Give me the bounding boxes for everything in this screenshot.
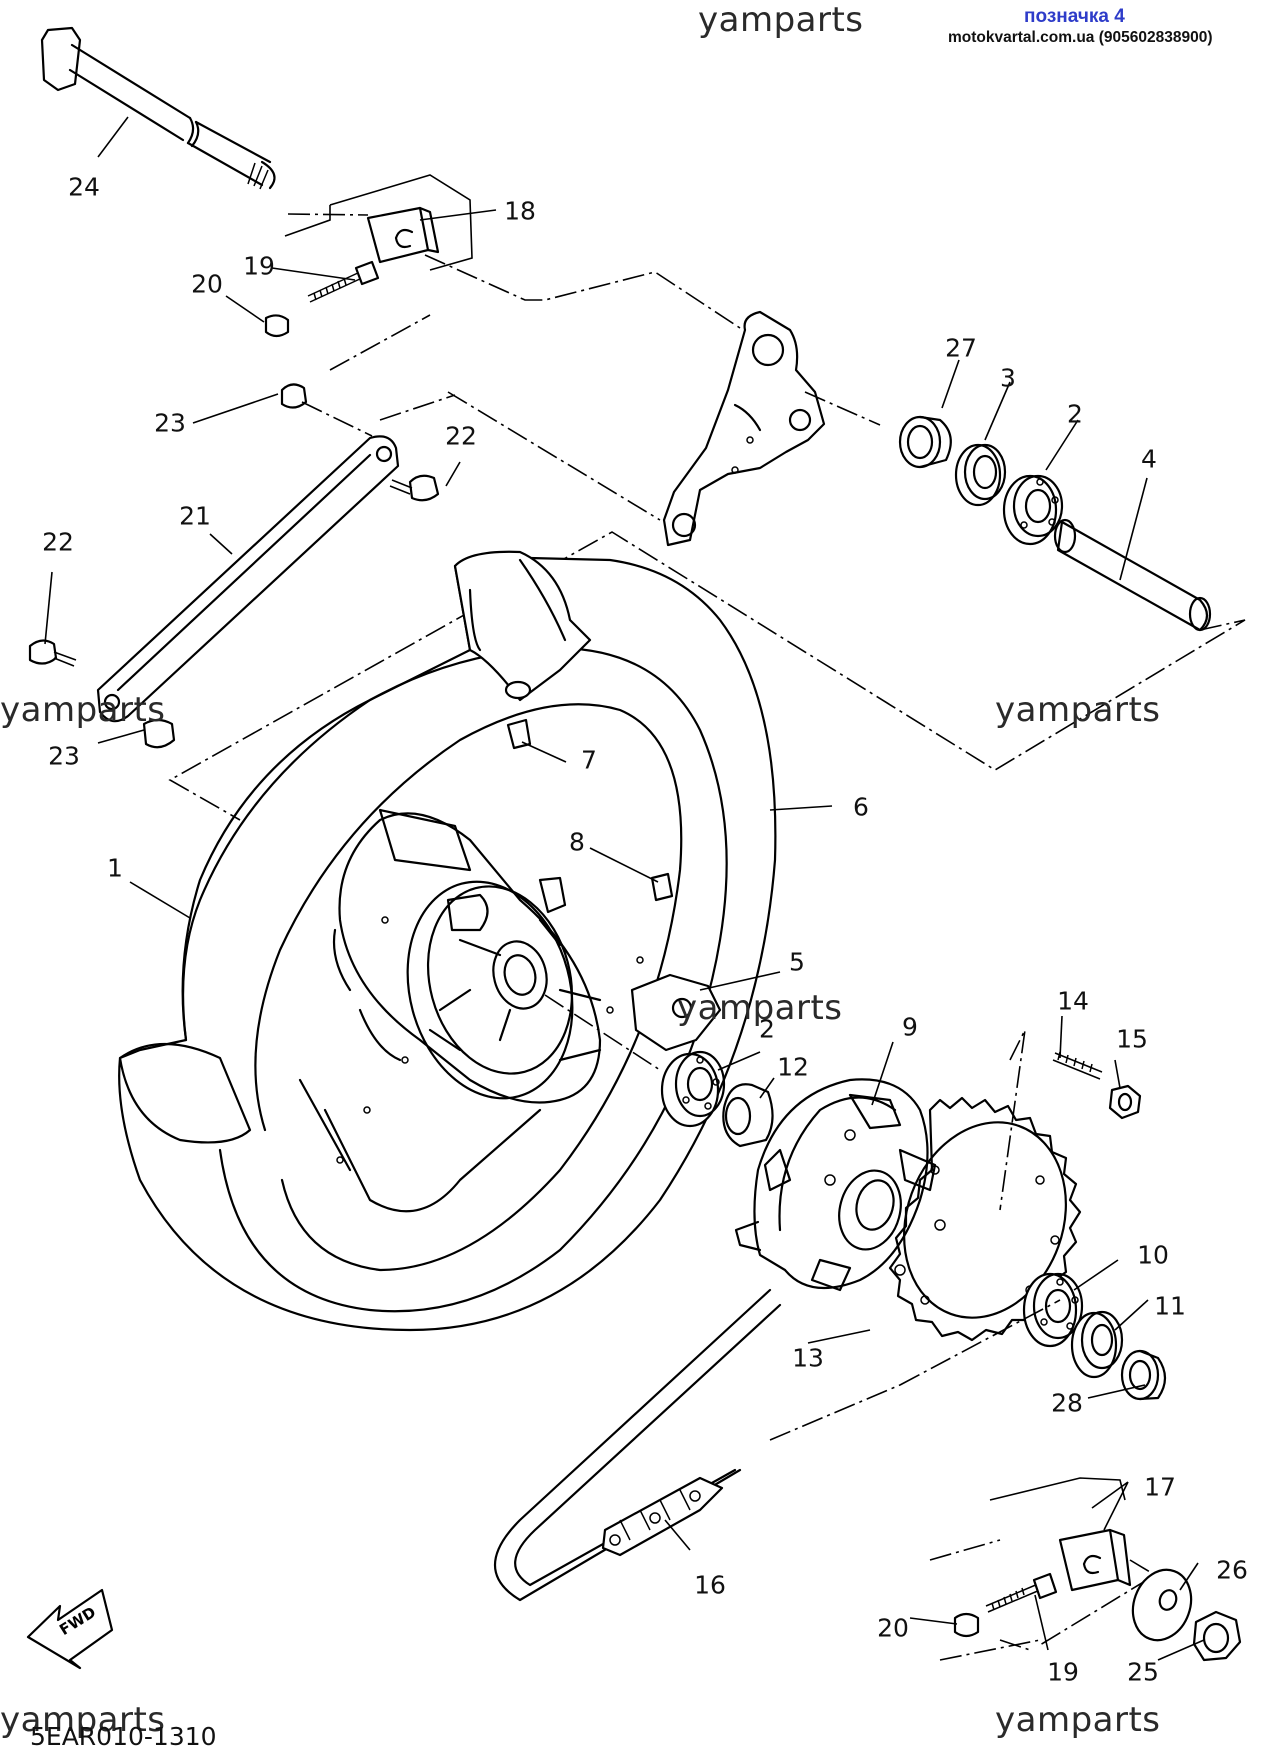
callout-15: 15: [1116, 1024, 1148, 1054]
torque-rod-21: [96, 435, 400, 723]
watermark: yamparts: [995, 1700, 1161, 1740]
adjust-bolt-bottom: [953, 1572, 1058, 1638]
callout-10: 10: [1137, 1240, 1169, 1270]
axle-nut-25: [1192, 1610, 1242, 1662]
callout-20: 20: [191, 269, 223, 299]
callout-8: 8: [569, 827, 585, 857]
collar-12: [722, 1083, 774, 1148]
leader-lines: [44, 116, 1205, 1661]
chain-puller-left: [284, 174, 741, 371]
callout-5: 5: [789, 947, 805, 977]
watermark: yamparts: [0, 690, 166, 730]
rear-axle: [40, 26, 276, 190]
washer-26: [1131, 1568, 1193, 1642]
callout-1: 1: [107, 853, 123, 883]
callout-28: 28: [1051, 1388, 1083, 1418]
callout-7: 7: [581, 745, 597, 775]
diagram-code: 5EAR010-1310: [30, 1722, 217, 1751]
watermark: yamparts: [677, 988, 843, 1028]
caliper-bracket: [662, 310, 826, 547]
stud-14: [1052, 1051, 1103, 1080]
bolts-nuts-21: [28, 383, 440, 749]
callout-13: 13: [792, 1343, 824, 1373]
callout-18: 18: [504, 196, 536, 226]
callout-2: 2: [759, 1014, 775, 1044]
callout-11: 11: [1154, 1291, 1186, 1321]
adjust-bolt-top: [264, 260, 380, 338]
callout-14: 14: [1057, 986, 1089, 1016]
callout-19: 19: [1047, 1657, 1079, 1687]
callout-3: 3: [1000, 363, 1016, 393]
callout-23: 23: [154, 408, 186, 438]
callout-4: 4: [1141, 444, 1157, 474]
callout-24: 24: [68, 172, 100, 202]
watermark: yamparts: [995, 690, 1161, 730]
callout-2: 2: [1067, 399, 1083, 429]
valve-7: [504, 680, 532, 750]
callout-16: 16: [694, 1570, 726, 1600]
watermark: yamparts: [698, 0, 864, 40]
callout-21: 21: [179, 501, 211, 531]
bearing-2-top: [1002, 474, 1064, 546]
damper-5: [630, 973, 722, 1052]
oil-seal-11: [1070, 1310, 1124, 1379]
sprocket-hub-9: [734, 1078, 946, 1292]
bearing-2-lower: [660, 1050, 726, 1128]
drive-chain-16: [494, 1288, 1061, 1602]
bearing-10: [1022, 1272, 1084, 1348]
spacer-4: [1053, 518, 1212, 632]
callout-22: 22: [42, 527, 74, 557]
fwd-arrow: [26, 1588, 114, 1670]
nut-15: [1108, 1084, 1142, 1120]
callout-23: 23: [48, 741, 80, 771]
header-site: motokvartal.com.ua (905602838900): [948, 29, 1213, 46]
callout-27: 27: [945, 333, 977, 363]
callout-9: 9: [902, 1012, 918, 1042]
callout-19: 19: [243, 251, 275, 281]
callout-17: 17: [1144, 1472, 1176, 1502]
callout-22: 22: [445, 421, 477, 451]
callout-12: 12: [777, 1052, 809, 1082]
wheel-hub: [298, 808, 644, 1213]
collar-27: [898, 415, 952, 469]
oil-seal-3: [954, 443, 1007, 507]
watermark: yamparts: [0, 1700, 166, 1740]
balance-weight-8: [650, 872, 674, 902]
callout-25: 25: [1127, 1657, 1159, 1687]
collar-28: [1120, 1349, 1167, 1401]
callout-20: 20: [877, 1613, 909, 1643]
header-badge: позначка 4: [1024, 6, 1125, 27]
callout-26: 26: [1216, 1555, 1248, 1585]
callout-6: 6: [853, 792, 869, 822]
